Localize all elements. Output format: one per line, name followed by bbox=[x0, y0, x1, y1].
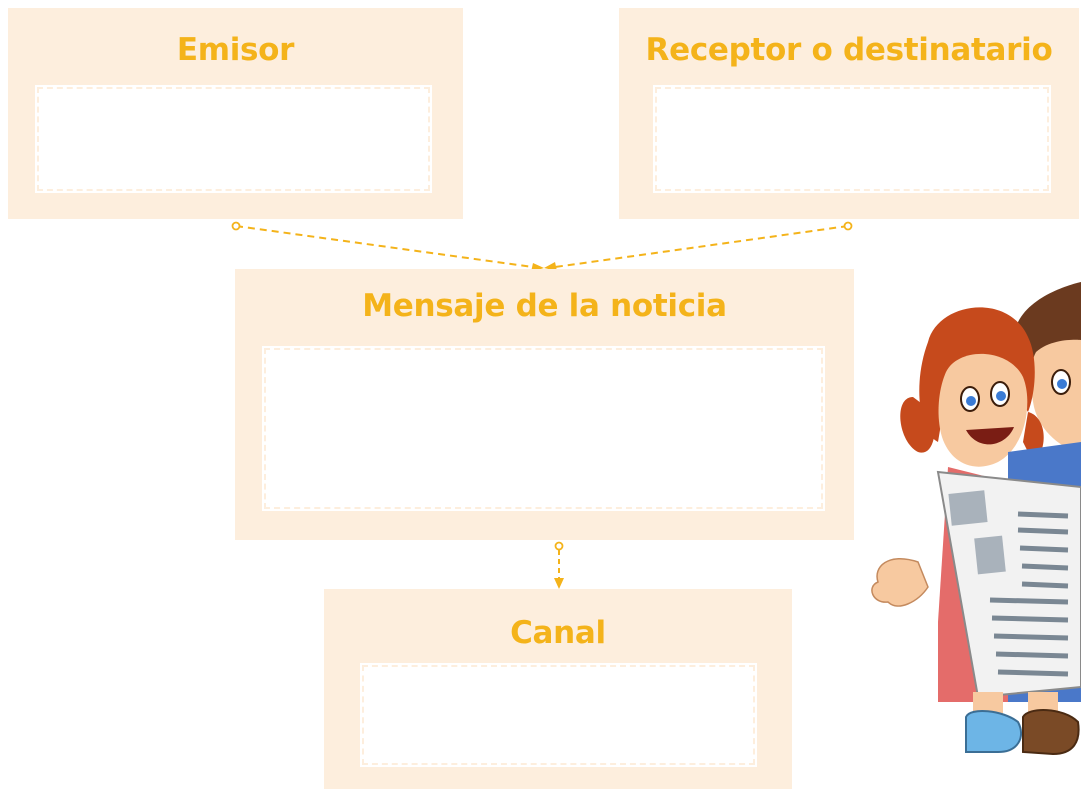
canal-title: Canal bbox=[510, 615, 606, 651]
girl-pupil-left bbox=[966, 396, 976, 406]
boy-face bbox=[1030, 339, 1081, 452]
girl-mouth bbox=[966, 427, 1014, 445]
emisor-title: Emisor bbox=[176, 32, 295, 68]
girl-shoe bbox=[965, 710, 1023, 753]
arrow-receptor-to-mensaje bbox=[547, 225, 849, 269]
receptor-title: Receptor o destinatario bbox=[645, 32, 1053, 68]
newspaper bbox=[936, 470, 1081, 699]
girl-pigtail-left bbox=[900, 397, 935, 453]
newspaper-photo-2 bbox=[974, 535, 1006, 575]
mensaje-box: Mensaje de la noticia bbox=[235, 269, 854, 540]
arrowhead-canal bbox=[554, 578, 564, 589]
newspaper-photo-1 bbox=[948, 490, 988, 526]
canal-answer-field[interactable] bbox=[360, 663, 757, 767]
boy-pupil bbox=[1057, 379, 1067, 389]
receptor-answer-field[interactable] bbox=[653, 85, 1051, 193]
canal-box: Canal bbox=[324, 589, 792, 789]
girl-face bbox=[938, 353, 1028, 467]
arrow-start-dot-receptor bbox=[843, 221, 853, 231]
newspaper-text-lines bbox=[989, 511, 1069, 677]
girl-hand bbox=[871, 558, 929, 607]
mensaje-answer-field[interactable] bbox=[262, 346, 825, 511]
emisor-box: Emisor bbox=[8, 8, 463, 219]
girl-pupil-right bbox=[996, 391, 1006, 401]
arrow-start-dot-emisor bbox=[231, 221, 241, 231]
emisor-answer-field[interactable] bbox=[35, 85, 432, 193]
arrow-start-dot-mensaje bbox=[554, 541, 564, 551]
children-reading-newspaper-illustration bbox=[871, 282, 1081, 756]
girl-hair bbox=[919, 307, 1035, 442]
arrowhead-receptor bbox=[544, 262, 557, 271]
mensaje-title: Mensaje de la noticia bbox=[362, 288, 727, 324]
boy-shoe bbox=[1022, 709, 1080, 756]
receptor-box: Receptor o destinatario bbox=[619, 8, 1079, 219]
arrow-emisor-to-mensaje bbox=[235, 225, 541, 269]
